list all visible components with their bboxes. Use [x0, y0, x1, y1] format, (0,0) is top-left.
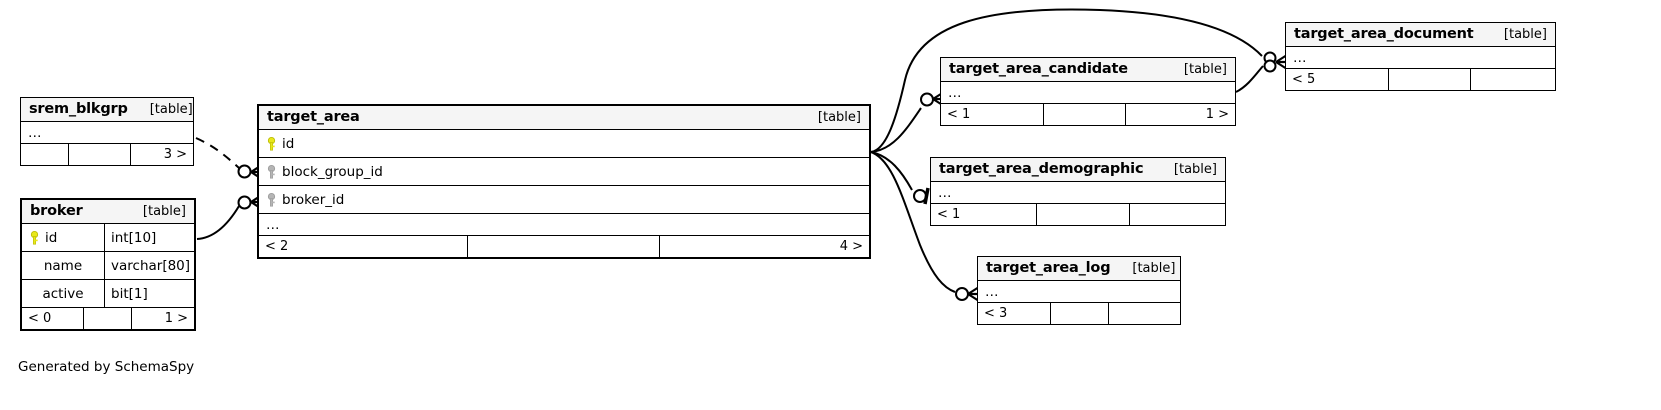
column-type: int[10] — [104, 224, 194, 251]
footer-middle — [1051, 303, 1109, 324]
table-header: target_area_candidate [table] — [941, 58, 1235, 82]
foreign-key-icon — [267, 192, 276, 207]
column-name-cell: broker_id — [259, 192, 869, 208]
table-broker[interactable]: broker [table] id int[10] name varchar[8… — [20, 198, 196, 331]
table-footer: < 1 1 > — [941, 103, 1235, 125]
edge-endpoint-circle — [1263, 59, 1277, 73]
columns-ellipsis: … — [259, 214, 869, 236]
column-name: active — [42, 285, 84, 302]
columns-ellipsis: … — [941, 82, 1235, 104]
footer-middle — [1044, 104, 1126, 125]
column-type: bit[1] — [104, 280, 194, 307]
table-target_area_candidate[interactable]: target_area_candidate [table] … < 1 1 > — [940, 57, 1236, 126]
column-name: broker_id — [282, 191, 345, 208]
footer-children: 4 > — [839, 239, 863, 254]
edge-endpoint-bar — [923, 187, 930, 205]
table-header: target_area_document [table] — [1286, 23, 1555, 47]
column-name: name — [43, 257, 83, 274]
table-header: target_area_demographic [table] — [931, 158, 1225, 182]
table-header: target_area [table] — [259, 106, 869, 130]
footer-parents — [21, 144, 69, 165]
table-title: target_area — [267, 109, 360, 125]
table-row: block_group_id — [259, 158, 869, 186]
footer-parents: < 0 — [22, 308, 84, 329]
table-header: srem_blkgrp [table] — [21, 98, 193, 122]
table-footer: < 3 — [978, 302, 1180, 324]
column-name: block_group_id — [282, 163, 383, 180]
columns-ellipsis: … — [978, 281, 1180, 303]
table-srem_blkgrp[interactable]: srem_blkgrp [table] … 3 > — [20, 97, 194, 166]
column-name-cell: block_group_id — [259, 164, 869, 180]
edge-endpoint-circle — [955, 287, 969, 301]
table-row: broker_id — [259, 186, 869, 214]
table-title: target_area_document — [1294, 26, 1474, 42]
column-name-cell: id — [259, 136, 869, 152]
footer-children — [1130, 204, 1225, 225]
table-kind-label: [table] — [1503, 26, 1547, 42]
table-footer: < 0 1 > — [22, 307, 194, 329]
footer-parents: < 2 — [259, 236, 468, 257]
table-kind-label: [table] — [1132, 260, 1176, 276]
table-target_area_demographic[interactable]: target_area_demographic [table] … < 1 — [930, 157, 1226, 226]
table-title: target_area_demographic — [939, 161, 1144, 177]
footer-middle — [69, 144, 131, 165]
table-footer: < 5 — [1286, 68, 1555, 90]
edge-endpoint-circle — [237, 164, 252, 179]
edge-target_area-target_area_demographic — [870, 151, 913, 191]
table-header: target_area_log [table] — [978, 257, 1180, 281]
footer-middle — [1037, 204, 1130, 225]
table-kind-label: [table] — [817, 109, 861, 125]
table-row: id — [259, 130, 869, 158]
column-name: id — [45, 229, 58, 246]
table-target_area[interactable]: target_area [table] id block_group_id — [257, 104, 871, 259]
table-kind-label: [table] — [1183, 61, 1227, 77]
table-title: target_area_candidate — [949, 61, 1128, 77]
edge-target_area_candidate-target_area_document — [1235, 65, 1264, 93]
footer-parents: < 5 — [1286, 69, 1389, 90]
table-footer: < 1 — [931, 203, 1225, 225]
table-footer: 3 > — [21, 143, 193, 165]
table-kind-label: [table] — [149, 101, 193, 117]
footer-parents: < 1 — [941, 104, 1044, 125]
table-footer: < 2 4 > — [259, 235, 869, 257]
edge-endpoint-circle — [237, 195, 252, 210]
foreign-key-icon — [267, 164, 276, 179]
column-name-cell: id — [22, 230, 104, 246]
footer-parents: < 1 — [931, 204, 1037, 225]
columns-ellipsis: … — [1286, 47, 1555, 69]
edge-target_area-target_area_candidate — [870, 107, 922, 153]
footer-children — [1109, 303, 1180, 324]
columns-ellipsis: … — [931, 182, 1225, 204]
table-header: broker [table] — [22, 200, 194, 224]
edge-endpoint-circle — [920, 92, 934, 107]
table-title: broker — [30, 203, 83, 219]
table-title: target_area_log — [986, 260, 1111, 276]
footer-middle — [1389, 69, 1471, 90]
footer-middle — [468, 236, 660, 257]
table-row: id int[10] — [22, 224, 194, 252]
generated-by-caption: Generated by SchemaSpy — [18, 359, 195, 375]
table-target_area_document[interactable]: target_area_document [table] … < 5 — [1285, 22, 1556, 91]
table-target_area_log[interactable]: target_area_log [table] … < 3 — [977, 256, 1181, 325]
primary-key-icon — [30, 230, 39, 245]
table-title: srem_blkgrp — [29, 101, 128, 117]
primary-key-icon — [267, 136, 276, 151]
footer-children: 3 > — [163, 147, 187, 162]
edge-broker-target_area — [196, 205, 240, 240]
column-type: varchar[80] — [104, 252, 194, 279]
footer-children: 1 > — [1205, 107, 1229, 122]
edge-endpoint-circle — [913, 189, 927, 203]
table-row: name varchar[80] — [22, 252, 194, 280]
edge-srem_blkgrp-target_area — [195, 137, 240, 169]
footer-middle — [84, 308, 132, 329]
edge-endpoint-circle — [1263, 51, 1277, 65]
footer-children — [1471, 69, 1555, 90]
table-kind-label: [table] — [142, 203, 186, 219]
footer-parents: < 3 — [978, 303, 1051, 324]
column-name: id — [282, 135, 295, 152]
table-row: active bit[1] — [22, 280, 194, 308]
columns-ellipsis: … — [21, 122, 193, 144]
table-kind-label: [table] — [1173, 161, 1217, 177]
footer-children: 1 > — [164, 311, 188, 326]
